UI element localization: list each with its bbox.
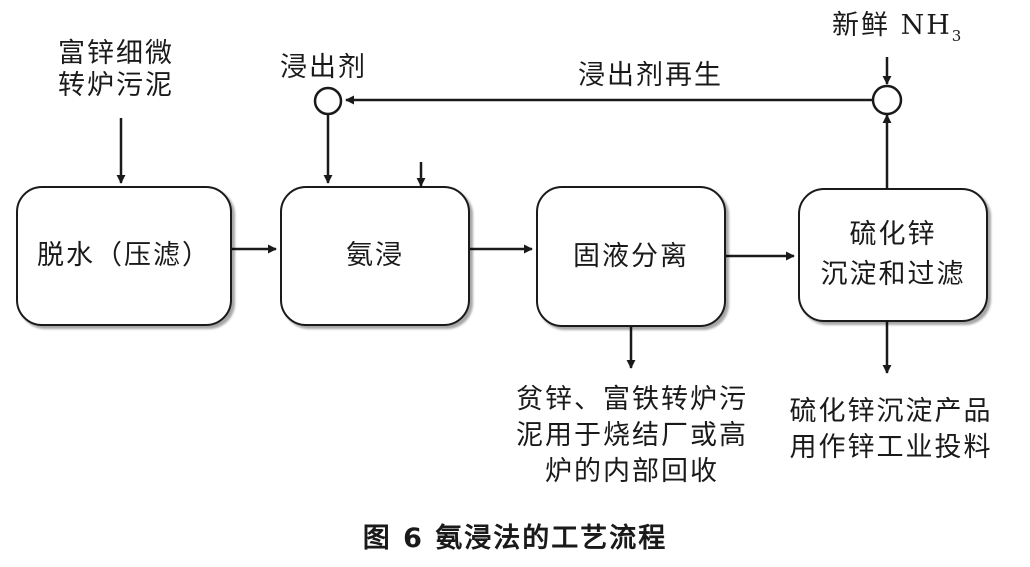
- mix-node-left: [313, 86, 343, 116]
- box-zns-precipitation: 硫化锌 沉淀和过滤: [798, 188, 988, 322]
- product-output-label: 硫化锌沉淀产品 用作锌工业投料: [789, 396, 993, 463]
- regen-label: 浸出剂再生: [578, 60, 723, 91]
- box-solid-liquid-separation: 固液分离: [536, 186, 726, 327]
- feed-label: 富锌细微 转炉污泥: [58, 38, 174, 101]
- residue-output-label: 贫锌、富铁转炉污 泥用于烧结厂或高 炉的内部回收: [516, 384, 748, 487]
- mix-node-right: [871, 84, 903, 116]
- fresh-nh3-text: 新鲜 NH: [832, 10, 952, 41]
- box-dewatering: 脱水（压滤）: [16, 186, 232, 326]
- box-ammonia-leaching: 氨浸: [280, 186, 470, 326]
- figure-caption: 图 6 氨浸法的工艺流程: [362, 523, 668, 554]
- fresh-nh3-label: 新鲜 NH3: [832, 10, 961, 45]
- leach-agent-label: 浸出剂: [280, 52, 367, 83]
- fresh-nh3-subscript: 3: [951, 27, 962, 45]
